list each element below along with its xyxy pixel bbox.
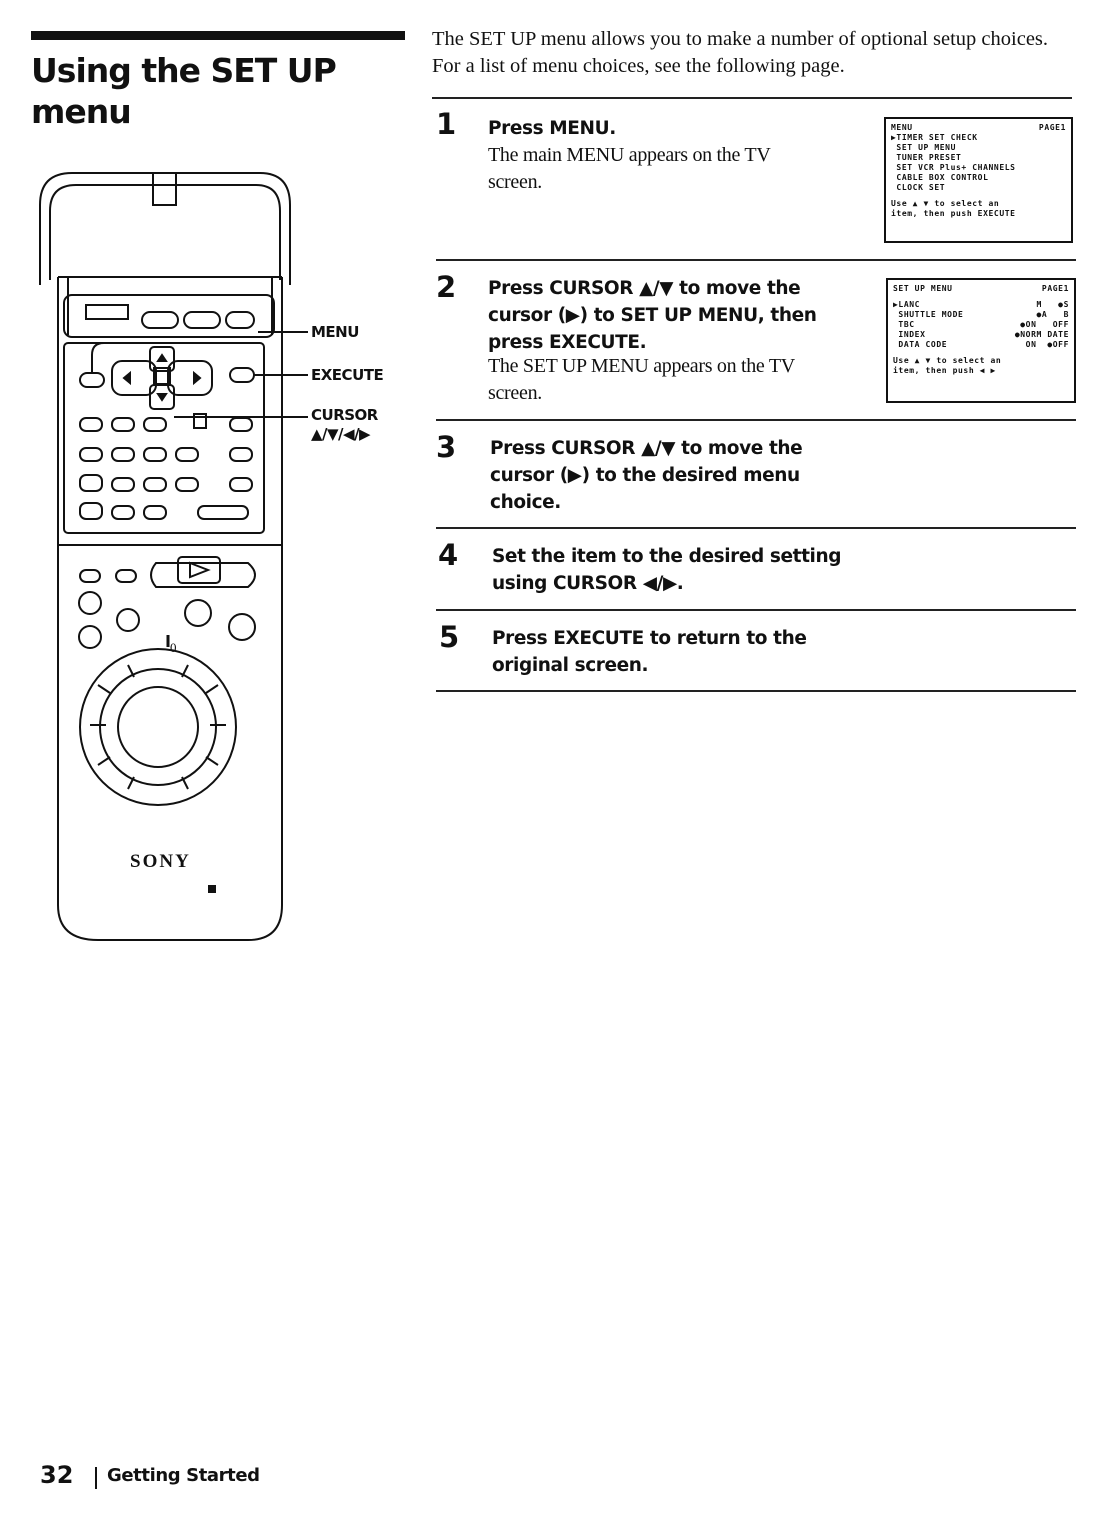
- osd-setup-item-value: ON ●OFF: [1025, 340, 1069, 349]
- step-2-body: The SET UP MENU appears on the TV screen…: [488, 353, 795, 407]
- step-5-number: 5: [439, 620, 460, 654]
- osd-setup-menu: SET UP MENU PAGE1 ▶LANC M ●S SHUTTLE MODE…: [886, 278, 1076, 403]
- page-title: Using the SET UP menu: [31, 50, 411, 132]
- rule-top: [432, 97, 1072, 99]
- osd-main-item: ▶TIMER SET CHECK: [891, 133, 978, 142]
- step-4-heading-line: using CURSOR ◀/▶.: [492, 573, 684, 594]
- remote-jog-zero-label: 0: [170, 640, 177, 655]
- step-2-heading-line: Press CURSOR ▲/▼ to move the: [488, 278, 801, 299]
- remote-execute-button: [229, 367, 255, 383]
- step-4-heading: Set the item to the desired setting usin…: [492, 543, 842, 597]
- osd-setup-hint: item, then push ◀ ▶: [893, 366, 996, 375]
- remote-jog-shuttle: [79, 648, 237, 806]
- osd-setup-item-label: DATA CODE: [893, 340, 948, 349]
- osd-main-item: CLOCK SET: [891, 183, 946, 192]
- remote-control-illustration: 0 SONY: [39, 172, 308, 941]
- step-3-heading: Press CURSOR ▲/▼ to move the cursor (▶) …: [490, 435, 803, 516]
- osd-setup-item-label: TBC: [893, 320, 915, 329]
- osd-setup-item-label: ▶LANC: [893, 300, 921, 309]
- step-5-heading-line: original screen.: [492, 655, 649, 676]
- rule-step1: [436, 259, 1076, 261]
- osd-setup-item-value: M ●S: [1036, 300, 1069, 309]
- osd-setup-page: PAGE1: [1041, 284, 1069, 293]
- rule-step5: [436, 690, 1076, 692]
- step-3-number: 3: [436, 430, 457, 464]
- remote-transport-cluster: [150, 562, 256, 588]
- page-title-line-1: Using the SET UP: [31, 51, 337, 90]
- osd-main-hint: item, then push EXECUTE: [891, 209, 1016, 218]
- step-2-heading-line: press EXECUTE.: [488, 332, 647, 353]
- remote-cursor-up: [149, 346, 175, 372]
- step-3-heading-line: Press CURSOR ▲/▼ to move the: [490, 438, 803, 459]
- rule-step3: [436, 527, 1076, 529]
- intro-paragraph: The SET UP menu allows you to make a num…: [432, 28, 1049, 77]
- step-1-number: 1: [436, 107, 457, 141]
- step-1-body: The main MENU appears on the TV screen.: [488, 142, 771, 196]
- osd-setup-hint: Use ▲ ▼ to select an: [893, 356, 1002, 365]
- remote-menu-button: [79, 372, 105, 388]
- callout-cursor-line-1: CURSOR: [311, 406, 378, 424]
- callout-menu: MENU: [311, 323, 359, 341]
- step-1-body-line: screen.: [488, 171, 542, 193]
- osd-setup-item-label: SHUTTLE MODE: [893, 310, 964, 319]
- step-4-heading-line: Set the item to the desired setting: [492, 546, 842, 567]
- step-5-heading-line: Press EXECUTE to return to the: [492, 628, 807, 649]
- step-5-heading: Press EXECUTE to return to the original …: [492, 625, 807, 679]
- step-1-heading: Press MENU.: [488, 118, 616, 139]
- osd-main-menu: MENU PAGE1 ▶TIMER SET CHECK SET UP MENU …: [884, 117, 1073, 243]
- osd-main-item: SET VCR Plus+ CHANNELS: [891, 163, 1016, 172]
- step-3-heading-line: choice.: [490, 492, 561, 513]
- osd-setup-item-label: INDEX: [893, 330, 926, 339]
- osd-main-item: CABLE BOX CONTROL: [891, 173, 989, 182]
- osd-setup-title: SET UP MENU: [893, 284, 953, 293]
- page-title-line-2: menu: [31, 92, 132, 131]
- osd-setup-item-value: ●NORM DATE: [1014, 330, 1069, 339]
- osd-main-item: TUNER PRESET: [891, 153, 962, 162]
- osd-setup-item-value: ●ON OFF: [1020, 320, 1069, 329]
- remote-lid: [39, 172, 291, 285]
- osd-main-page: PAGE1: [1038, 123, 1066, 132]
- remote-body: [57, 277, 283, 941]
- footer-section-label: Getting Started: [107, 1465, 260, 1486]
- step-2-number: 2: [436, 270, 457, 304]
- callout-cursor: CURSOR ▲/▼/◀/▶: [311, 406, 378, 444]
- remote-cursor-center: [153, 367, 171, 385]
- step-4-number: 4: [438, 538, 459, 572]
- osd-main-hint: Use ▲ ▼ to select an: [891, 199, 1000, 208]
- callout-execute: EXECUTE: [311, 366, 384, 384]
- step-2-body-line: The SET UP MENU appears on the TV: [488, 355, 795, 377]
- step-3-heading-line: cursor (▶) to the desired menu: [490, 465, 800, 486]
- callout-cursor-line-2: ▲/▼/◀/▶: [311, 425, 371, 443]
- step-2-body-line: screen.: [488, 382, 542, 404]
- footer-divider: [95, 1467, 97, 1489]
- rule-step2: [436, 419, 1076, 421]
- step-1-body-line: The main MENU appears on the TV: [488, 144, 771, 166]
- step-2-heading-line: cursor (▶) to SET UP MENU, then: [488, 305, 817, 326]
- rule-step4: [436, 609, 1076, 611]
- osd-main-item: SET UP MENU: [891, 143, 956, 152]
- page-number: 32: [40, 1461, 74, 1489]
- step-2-heading: Press CURSOR ▲/▼ to move the cursor (▶) …: [488, 275, 817, 356]
- title-rule: [31, 31, 405, 40]
- remote-sony-logo: SONY: [130, 851, 191, 872]
- osd-main-title: MENU: [891, 123, 913, 132]
- osd-setup-item-value: ●A B: [1036, 310, 1069, 319]
